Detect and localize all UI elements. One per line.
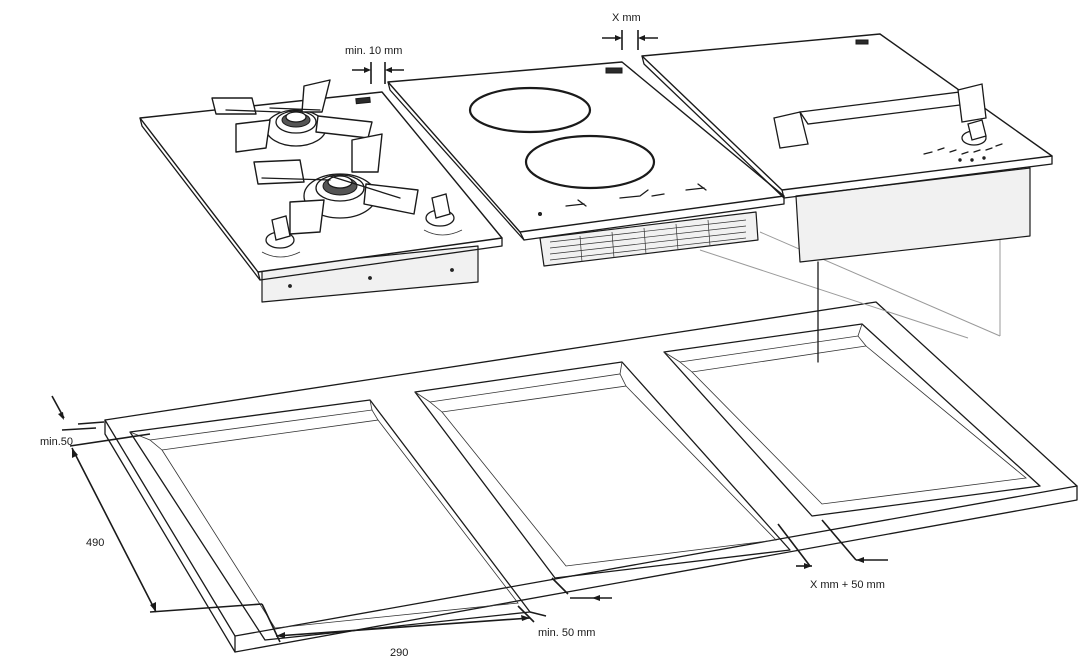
label-min-50: min.50 [40,436,73,448]
dimension-depth-490 [71,447,263,613]
gas-hob [139,79,503,303]
gas-knob-right[interactable] [423,193,463,236]
teppan-lid-handle[interactable] [773,83,987,149]
ventilation-grille [549,219,747,263]
induction-hob [387,61,785,267]
dimension-width-290 [261,603,535,643]
label-depth-490: 490 [86,537,104,549]
teppan-temperature-scale [923,143,1003,162]
dimension-min-50mm [529,577,612,617]
cutout-teppan [663,323,1041,517]
dimension-x-mm-plus-50 [777,519,888,569]
induction-hob-body [539,211,759,267]
induction-controls[interactable] [538,183,707,216]
label-x-mm: X mm [612,12,641,24]
worktop-outline [104,301,1078,637]
worktop [104,301,1078,653]
teppan-knob[interactable] [961,119,987,146]
label-x-mm-plus-50: X mm + 50 mm [810,579,885,591]
label-min-10mm: min. 10 mm [345,45,402,57]
cutout-gas [129,399,531,641]
dimension-x-mm [602,30,658,50]
gas-hob-body [261,245,479,303]
gas-burner-back [211,79,373,153]
gas-knob-left[interactable] [261,215,301,258]
cooking-zone-back [468,86,592,134]
dimension-min-50-back [51,395,151,447]
cutout-induction [414,361,791,579]
teppan-hob [641,33,1053,263]
dimension-min-10mm [352,62,404,84]
worktop-edge [234,485,1078,653]
label-min-50mm: min. 50 mm [538,627,595,639]
gas-burner-front [253,133,419,235]
label-width-290: 290 [390,647,408,659]
cooking-zone-front [524,134,656,190]
